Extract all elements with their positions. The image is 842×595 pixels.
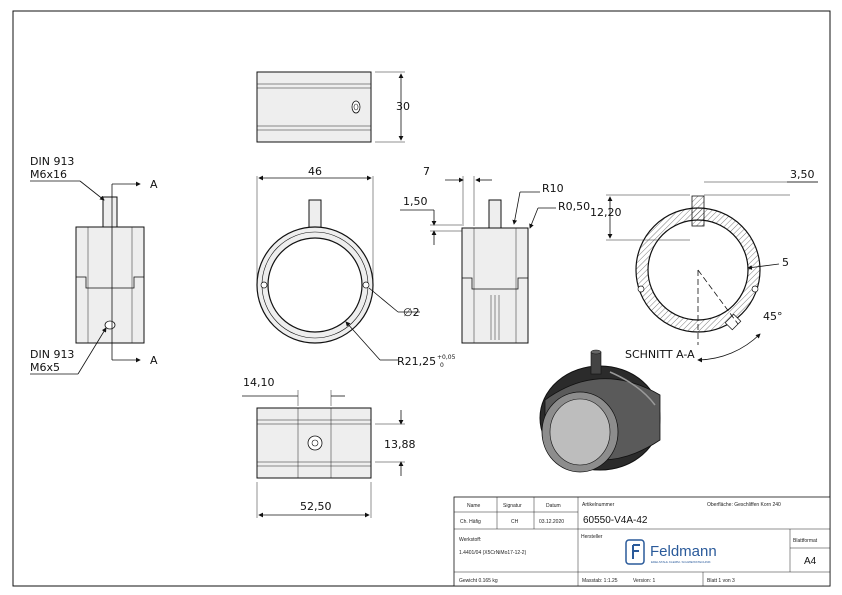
row-signatur: CH — [511, 519, 519, 525]
bottom-dim-1410: 14,10 — [243, 376, 275, 389]
callout-top-line2: M6x16 — [30, 168, 67, 181]
left-view: A A DIN 913 M6x16 DIN 913 M6x5 — [30, 155, 158, 375]
bottom-dim-5250: 52,50 — [300, 500, 332, 513]
front-tol-upper: +0,05 — [437, 354, 456, 361]
bottom-dim-1388: 13,88 — [384, 438, 416, 451]
front-dim-width: 46 — [308, 165, 322, 178]
front-tol-lower: 0 — [440, 362, 444, 369]
row-datum: 03.12.2020 — [539, 519, 564, 525]
section-dim-5: 5 — [782, 256, 789, 269]
callout-bottom-line1: DIN 913 — [30, 348, 74, 361]
side-view: 7 1,50 R10 R0,50 — [400, 165, 590, 344]
side-dim-width: 7 — [423, 165, 430, 178]
section-mark-bottom: A — [150, 354, 158, 367]
werkstoff-label: Werkstoff: — [459, 537, 481, 543]
werkstoff-value: 1.4401/04 (X5CrNiMo17-12-2) — [459, 550, 527, 556]
callout-top-line1: DIN 913 — [30, 155, 74, 168]
artikel-label: Artikelnummer — [582, 502, 615, 508]
side-dim-r05: R0,50 — [558, 200, 590, 213]
col-datum: Datum — [546, 503, 561, 509]
side-dim-step: 1,50 — [403, 195, 428, 208]
section-mark-top: A — [150, 178, 158, 191]
feldmann-logo-icon — [625, 539, 645, 565]
top-dim-height: 30 — [396, 100, 410, 113]
front-view: 46 ∅2 R21,25 +0,05 0 — [256, 165, 456, 369]
col-signatur: Signatur — [503, 503, 522, 509]
top-view: 30 — [256, 71, 410, 143]
callout-bottom-line2: M6x5 — [30, 361, 60, 374]
version: Version: 1 — [633, 578, 655, 584]
row-name: Ch. Häfig — [460, 519, 481, 525]
blatt: Blatt 1 von 3 — [707, 578, 735, 584]
section-dim-350: 3,50 — [790, 168, 815, 181]
side-dim-r10: R10 — [542, 182, 564, 195]
sheet-border — [12, 10, 831, 587]
artikel-value: 60550-V4A-42 — [583, 515, 648, 526]
hersteller-label: Hersteller — [581, 534, 603, 540]
front-dim-hole: ∅2 — [403, 306, 420, 319]
gewicht: Gewicht 0.165 kg — [459, 578, 498, 584]
brand-name: Feldmann — [650, 543, 717, 560]
massstab: Masstab: 1:1.25 — [582, 578, 618, 584]
col-name: Name — [467, 503, 481, 509]
brand-subtitle: EDELSTAHL KLEMM- SCHWEISSTECHNIK — [651, 560, 711, 564]
blattformat-label: Blattformat — [793, 538, 818, 544]
section-dim-angle: 45° — [763, 310, 783, 323]
oberflaeche: Oberfläche: Geschliffen Korn 240 — [707, 502, 781, 508]
section-title: SCHNITT A-A — [625, 348, 695, 361]
section-view: 45° 3,50 12,20 5 SCHNITT A-A — [590, 168, 818, 363]
bottom-view: 14,10 13,88 52,50 — [242, 376, 416, 518]
blattformat-value: A4 — [804, 556, 817, 567]
section-dim-1220: 12,20 — [590, 206, 622, 219]
front-dim-radius: R21,25 — [397, 355, 436, 368]
title-block: Name Signatur Datum Ch. Häfig CH 03.12.2… — [453, 496, 831, 587]
isometric-view — [539, 349, 661, 473]
